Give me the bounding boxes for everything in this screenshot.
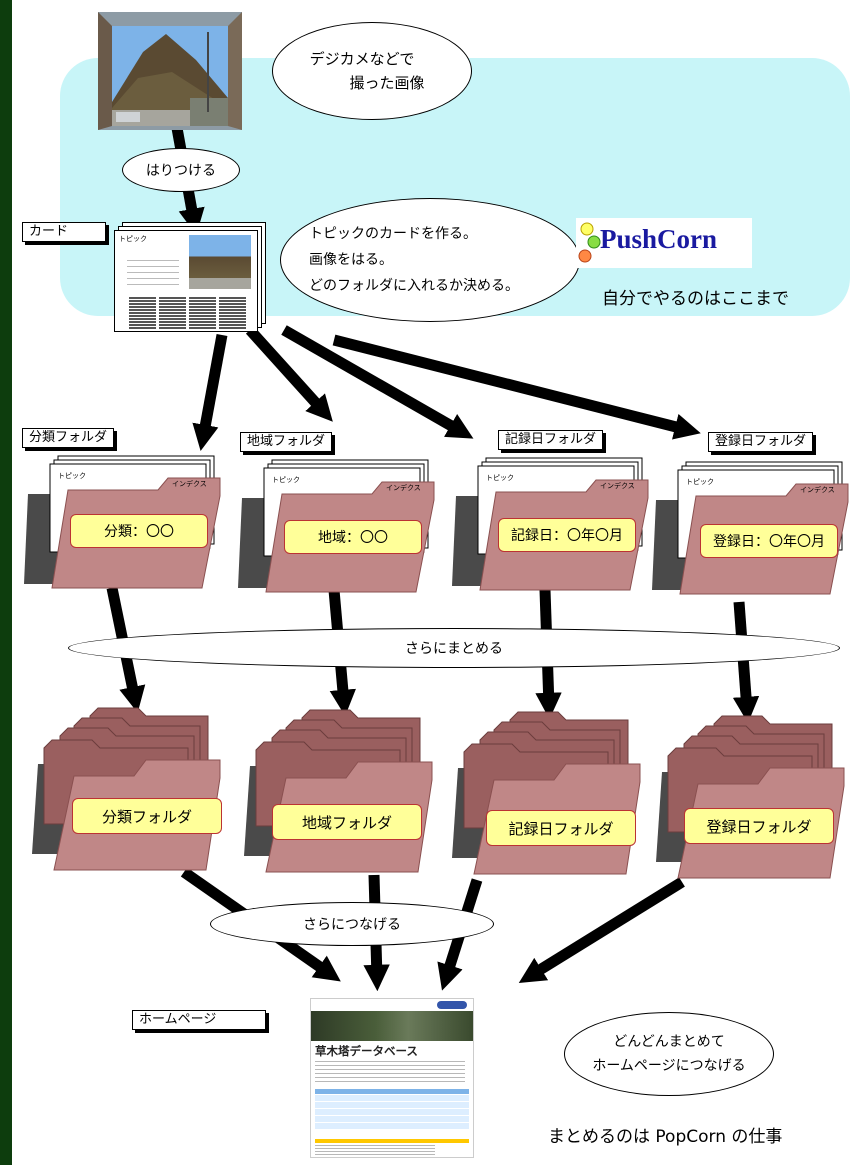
homepage-footer-text <box>315 1145 435 1155</box>
register-date-value-box: 登録日：〇年〇月 <box>700 524 838 558</box>
folder2-card-text: トピック <box>272 476 300 484</box>
card-topic-text: トピック <box>119 235 147 243</box>
arrow-card-to-category <box>192 334 228 451</box>
arrow-card-to-region <box>245 326 333 422</box>
record-date-value-box: 記録日：〇年〇月 <box>498 518 636 552</box>
folder1-index-text: インデクス <box>172 479 207 488</box>
category-value-box: 分類：〇〇 <box>70 514 208 548</box>
folder3-card-text: トピック <box>486 474 514 482</box>
final-bubble-line2: ホームページにつなげる <box>592 1058 746 1074</box>
camera-bubble: デジカメなどで 撮った画像 <box>272 22 472 120</box>
register-date-folder-group-text: 登録日フォルダ <box>706 817 812 836</box>
self-caption: 自分でやるのはここまで <box>602 289 789 309</box>
arrow-card-to-recdate <box>281 325 474 439</box>
homepage-banner <box>311 1011 473 1041</box>
paste-label: はりつける <box>122 148 240 192</box>
category-folder: トピック インデクス 分類：〇〇 <box>24 454 230 592</box>
camera-bubble-line2: 撮った画像 <box>349 74 425 92</box>
register-date-value-text: 登録日：〇年〇月 <box>713 534 825 550</box>
record-date-folder: トピック インデクス 記録日：〇年〇月 <box>452 456 658 594</box>
category-folder-group-text: 分類フォルダ <box>101 807 192 826</box>
card-front-sheet: トピック <box>114 230 258 332</box>
merge-label: さらにまとめる <box>68 628 840 668</box>
category-value-text: 分類：〇〇 <box>104 524 174 540</box>
homepage-label-text: ホームページ <box>139 1012 217 1027</box>
record-date-folder-label-text: 記録日フォルダ <box>505 432 597 447</box>
card-label-text: カード <box>29 224 69 239</box>
arrow-big4-to-home <box>518 877 685 983</box>
homepage-search-table <box>315 1095 469 1129</box>
paste-label-text: はりつける <box>145 163 217 179</box>
pushcorn-mascot-icon <box>578 222 601 263</box>
region-folder-group-box: 地域フォルダ <box>272 804 422 840</box>
pushcorn-logo-text: PushCorn <box>600 224 718 254</box>
region-folder-label-text: 地域フォルダ <box>247 434 326 449</box>
topic-bubble-line2: 画像をはる。 <box>309 252 393 268</box>
card-dotted-lines <box>127 255 179 289</box>
folder1-card-text: トピック <box>58 472 86 480</box>
homepage-footer-bar <box>315 1139 469 1143</box>
folder2-index-text: インデクス <box>386 483 421 492</box>
connect-label-text: さらにつなげる <box>303 917 401 933</box>
homepage-thumbnail: 草木塔データベース <box>310 998 474 1158</box>
record-date-folder-group-box: 記録日フォルダ <box>486 810 636 846</box>
folder3-index-text: インデクス <box>600 481 635 490</box>
region-value-text: 地域：〇〇 <box>318 530 388 546</box>
topic-bubble-line3: どのフォルダに入れるか決める。 <box>309 278 519 294</box>
card-table <box>129 297 247 329</box>
merge-label-text: さらにまとめる <box>405 641 503 657</box>
card-label: カード <box>22 222 106 242</box>
diagram-canvas: デジカメなどで 撮った画像 はりつける カード トピック トピックのカードを作る… <box>12 0 856 1165</box>
category-folder-group-box: 分類フォルダ <box>72 798 222 834</box>
topic-card-stack: トピック <box>114 222 266 332</box>
folder4-index-text: インデクス <box>800 485 835 494</box>
record-date-value-text: 記録日：〇年〇月 <box>511 528 623 544</box>
final-caption: まとめるのは PopCorn の仕事 <box>548 1127 783 1147</box>
final-bubble-line1: どんどんまとめて <box>613 1034 725 1050</box>
register-date-folder-group: 登録日フォルダ <box>654 712 854 880</box>
homepage-logo-strip <box>311 999 473 1011</box>
connect-label: さらにつなげる <box>210 902 494 946</box>
topic-bubble: トピックのカードを作る。 画像をはる。 どのフォルダに入れるか決める。 <box>280 198 580 322</box>
homepage-search-header <box>315 1089 469 1094</box>
record-date-folder-label: 記録日フォルダ <box>498 430 604 450</box>
region-folder-label: 地域フォルダ <box>240 432 333 452</box>
category-folder-label: 分類フォルダ <box>22 428 115 448</box>
category-folder-label-text: 分類フォルダ <box>29 430 108 445</box>
region-folder-group: 地域フォルダ <box>242 706 442 874</box>
record-date-folder-group-text: 記録日フォルダ <box>508 819 614 838</box>
register-date-folder: トピック インデクス 登録日：〇年〇月 <box>652 460 856 598</box>
homepage-title: 草木塔データベース <box>315 1044 418 1058</box>
topic-bubble-line1: トピックのカードを作る。 <box>309 226 477 242</box>
region-folder: トピック インデクス 地域：〇〇 <box>238 458 444 596</box>
pushcorn-logo: PushCorn <box>576 218 752 268</box>
card-thumbnail <box>189 235 251 289</box>
camera-photo <box>98 12 242 130</box>
register-date-folder-label-text: 登録日フォルダ <box>715 434 807 449</box>
final-bubble: どんどんまとめて ホームページにつなげる <box>564 1012 774 1096</box>
camera-bubble-line1: デジカメなどで <box>309 50 415 68</box>
region-folder-group-text: 地域フォルダ <box>301 813 392 832</box>
record-date-folder-group: 記録日フォルダ <box>450 708 650 876</box>
register-date-folder-group-box: 登録日フォルダ <box>684 808 834 844</box>
homepage-label: ホームページ <box>132 1010 266 1030</box>
region-value-box: 地域：〇〇 <box>284 520 422 554</box>
category-folder-group: 分類フォルダ <box>30 704 230 872</box>
arrow-card-to-regdate <box>332 334 701 440</box>
register-date-folder-label: 登録日フォルダ <box>708 432 814 452</box>
folder4-card-text: トピック <box>686 478 714 486</box>
homepage-body-text <box>315 1061 465 1085</box>
